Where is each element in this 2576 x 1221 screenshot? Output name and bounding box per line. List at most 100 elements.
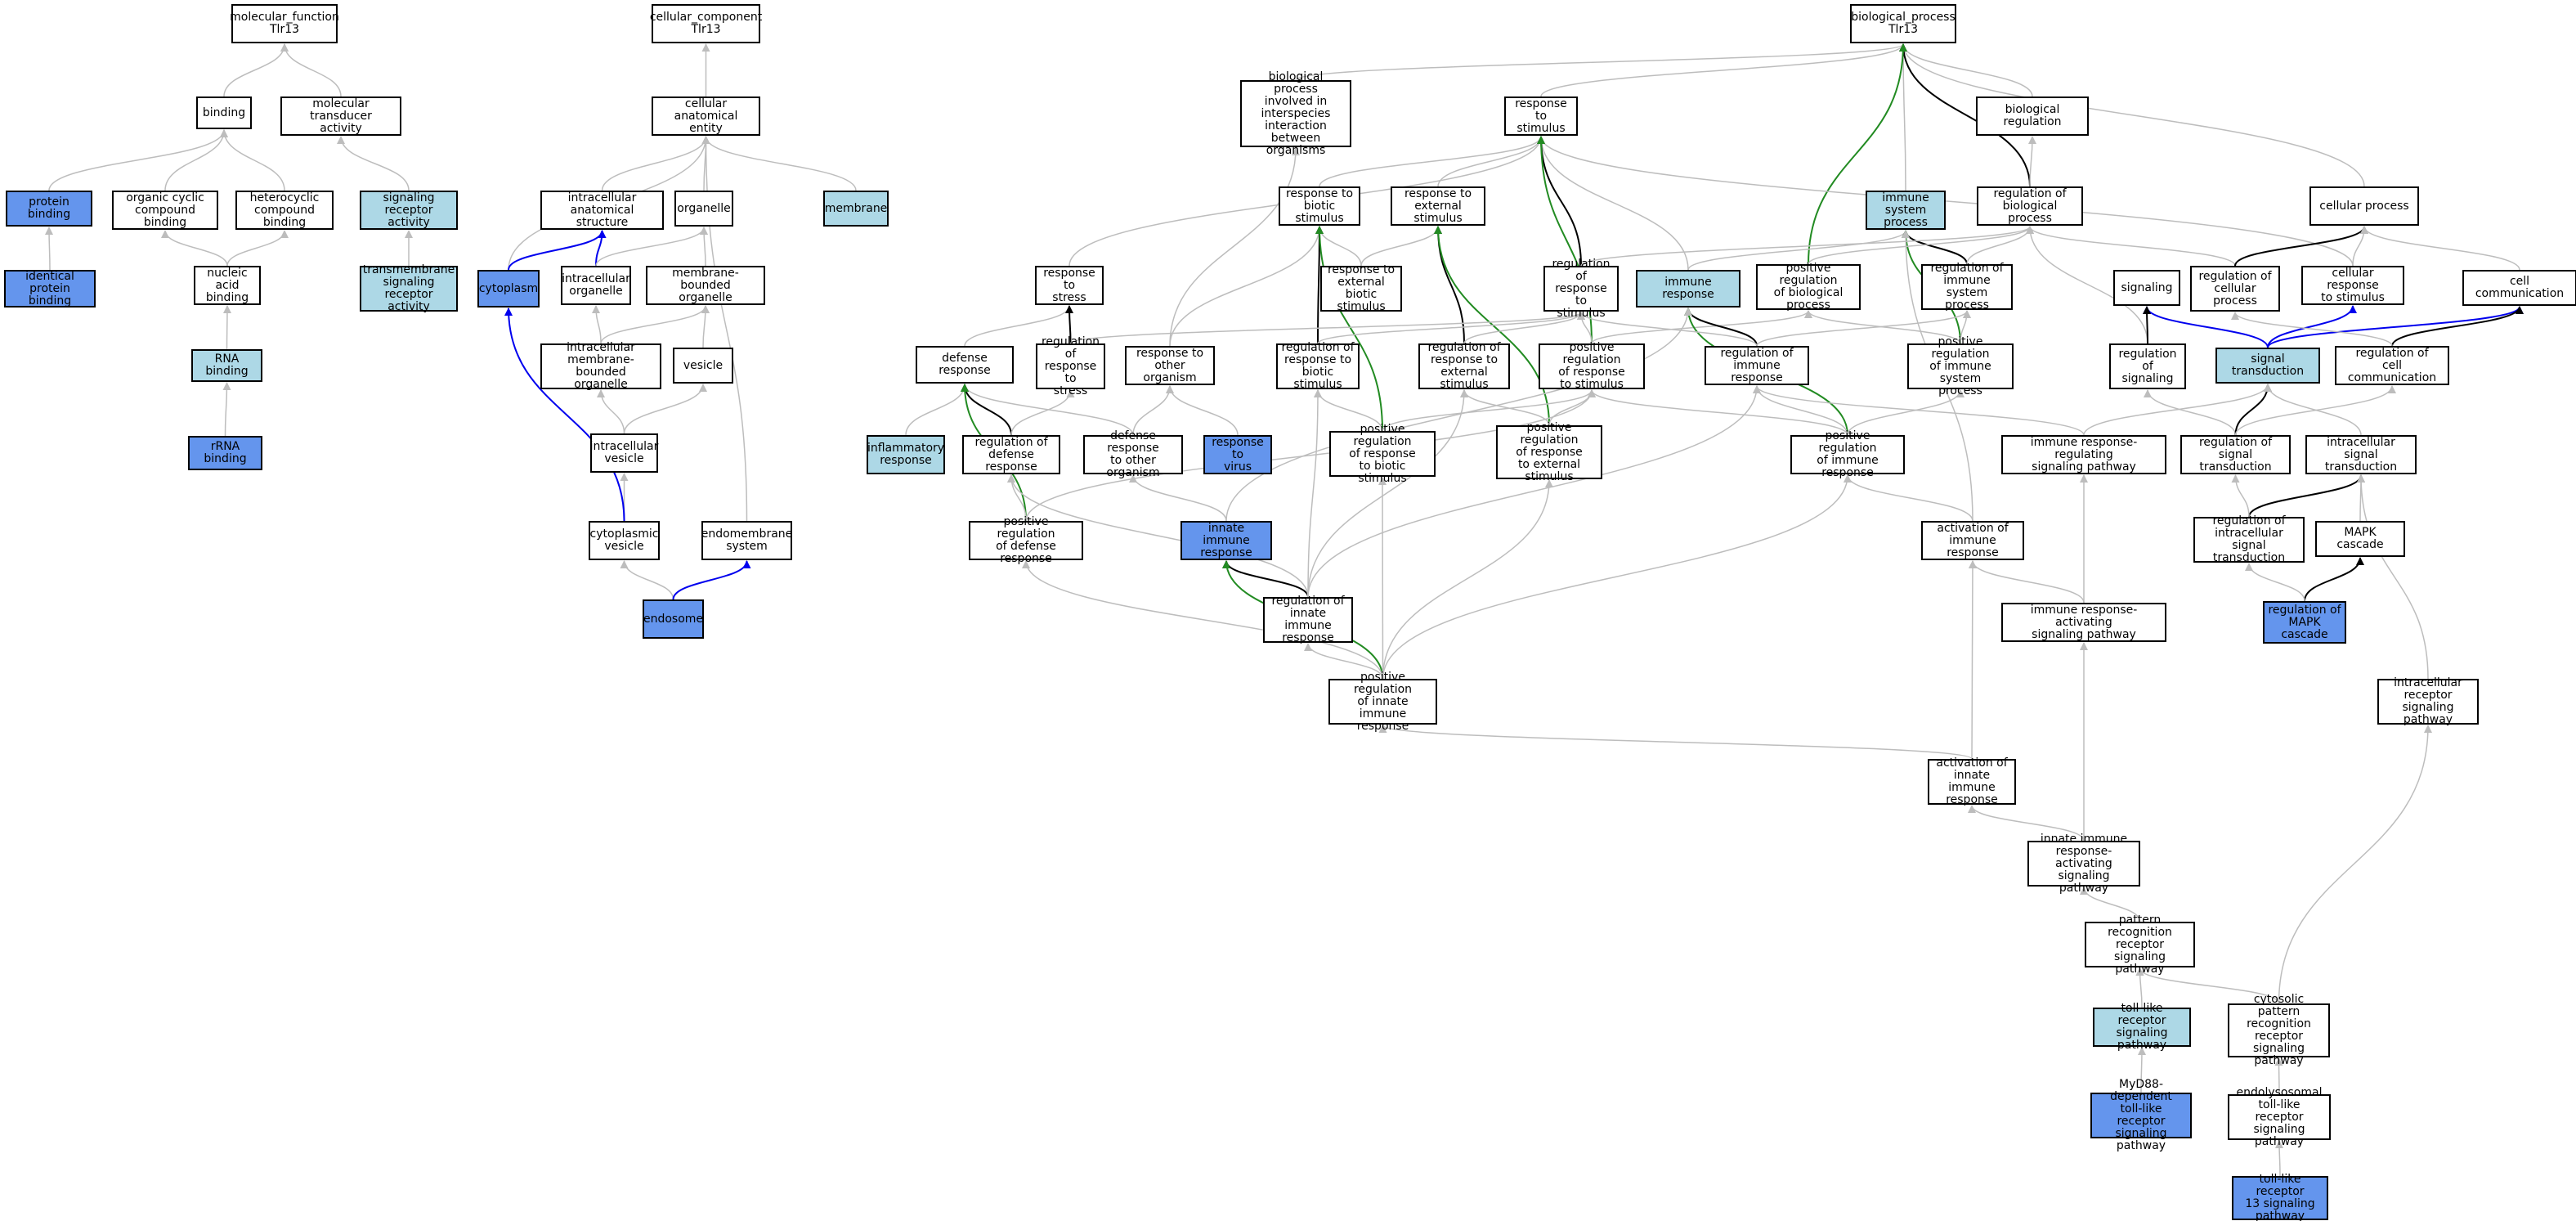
edge-riir-to-iir xyxy=(1222,560,1309,598)
edge-st-to-cellcomm xyxy=(2267,306,2524,348)
go-term-imbo: intracellular membrane-bounded organelle xyxy=(540,342,661,391)
edge-rist-to-ist xyxy=(2248,474,2365,518)
go-term-endosome: endosome xyxy=(643,599,704,639)
go-term-tlrsp: toll-like receptor signaling pathway xyxy=(2093,1003,2191,1052)
go-term-prdr: positive regulation of defense response xyxy=(969,516,1083,565)
go-term-rst: regulation of signal transduction xyxy=(2180,435,2291,474)
go-term-rrtstress: regulation of response to stress xyxy=(1036,335,1105,397)
go-term-aoiir: activation of innate immune response xyxy=(1928,757,2016,806)
edge-rbp-to-breg xyxy=(2027,136,2036,187)
edge-rcp-to-cp xyxy=(2234,226,2368,267)
go-term-signaling: signaling xyxy=(2113,270,2180,306)
go-term-prisp: positive regulation of immune system pro… xyxy=(1907,335,2014,397)
edge-dr-to-rtstress xyxy=(964,305,1073,347)
edge-iir-to-drtoo xyxy=(1129,474,1227,522)
go-term-prrtbs: positive regulation of response to bioti… xyxy=(1329,423,1436,484)
edge-rcp-to-rbp xyxy=(2026,226,2236,267)
go-term-prrts: positive regulation of response to stimu… xyxy=(1539,342,1645,391)
go-term-etlrsp: endolysosomal toll-like receptor signali… xyxy=(2228,1086,2331,1147)
edge-crts-to-rts xyxy=(1537,136,2354,267)
edge-rcc-to-rcp xyxy=(2231,312,2393,347)
go-term-dr: defense response xyxy=(916,346,1014,384)
edge-aoir-to-prir xyxy=(1844,474,1973,522)
edge-myd88-to-tlrsp xyxy=(2137,1047,2146,1093)
edge-cprrsp-to-irsp xyxy=(2278,725,2432,1004)
go-term-iirasp: innate immune response-activating signal… xyxy=(2027,833,2140,894)
edge-prir-to-prisp xyxy=(1847,389,1964,436)
go-term-rdr: regulation of defense response xyxy=(962,435,1060,474)
go-term-ipb: identical protein binding xyxy=(4,270,96,307)
go-term-st: signal transduction xyxy=(2215,348,2320,384)
go-term-riir: regulation of innate immune response xyxy=(1263,595,1353,644)
edge-ir-to-rts xyxy=(1537,136,1689,271)
edge-mbo-to-organelle xyxy=(700,227,709,267)
go-term-iir: innate immune response xyxy=(1180,521,1272,560)
edge-irrsp-to-st xyxy=(2083,384,2272,436)
edge-rrtbs-to-rtbs xyxy=(1315,226,1324,344)
edge-rrtstress-to-rrts xyxy=(1069,312,1585,344)
edge-priir-to-prir xyxy=(1382,474,1852,680)
edge-membrane-to-cae xyxy=(701,136,857,191)
edge-imbo-to-io xyxy=(592,305,602,344)
edge-rtebs-to-rtes xyxy=(1360,226,1442,267)
edge-ir-to-isp xyxy=(1687,230,1910,271)
go-term-irasp: immune response-activating signaling pat… xyxy=(2001,603,2166,642)
go-term-cv: cytoplasmic vesicle xyxy=(589,521,660,560)
edge-iv-to-vesicle xyxy=(623,384,707,434)
edge-prrtbs-to-prrts xyxy=(1382,389,1596,432)
edge-st-to-crts xyxy=(2267,305,2357,348)
go-term-pb: protein binding xyxy=(6,191,92,227)
go-term-rtes: response to external stimulus xyxy=(1391,186,1485,226)
go-term-hcb: heterocyclic compound binding xyxy=(235,191,334,230)
edge-rrtstress-to-rtstress xyxy=(1065,305,1074,344)
go-term-irrsp: immune response-regulating signaling pat… xyxy=(2001,435,2166,474)
edge-priir-to-prdr xyxy=(1022,560,1384,680)
edge-rrnab-to-rnab xyxy=(222,382,231,437)
go-term-ias: intracellular anatomical structure xyxy=(540,191,664,230)
edge-priir-to-prrtbs xyxy=(1378,477,1387,680)
edge-nab-to-occb xyxy=(161,230,228,267)
go-term-rcc: regulation of cell communication xyxy=(2335,346,2449,385)
edge-rist-to-rst xyxy=(2231,474,2250,518)
go-term-mf: molecular_function Tlr13 xyxy=(230,4,339,43)
go-term-iv: intracellular vesicle xyxy=(590,433,658,473)
go-term-bp: biological_process Tlr13 xyxy=(1850,4,1956,43)
go-term-nab: nucleic acid binding xyxy=(194,266,261,305)
edge-rtoo-to-bpii xyxy=(1169,147,1300,347)
edge-endosome-to-cv xyxy=(620,560,674,600)
edge-riir-to-rrtbs xyxy=(1307,389,1322,598)
edge-rmapk-to-mapkc xyxy=(2304,557,2364,602)
go-term-rrtbs: regulation of response to biotic stimulu… xyxy=(1276,342,1360,391)
edge-rrtes-to-rtes xyxy=(1434,226,1465,344)
go-term-prrsp: pattern recognition receptor signaling p… xyxy=(2085,914,2195,975)
go-term-io: intracellular organelle xyxy=(561,266,631,305)
edge-rst-to-rcc xyxy=(2234,385,2396,436)
edge-rtes-to-rts xyxy=(1437,136,1545,187)
edge-cp-to-bp xyxy=(1899,43,2365,187)
edge-sra-to-mta xyxy=(337,136,410,191)
edge-cellcomm-to-cp xyxy=(2360,226,2520,271)
go-term-breg: biological regulation xyxy=(1976,97,2089,136)
edge-cytoplasm-to-ias xyxy=(508,230,607,271)
edge-prrtbs-to-rtbs xyxy=(1315,226,1383,432)
go-term-organelle: organelle xyxy=(674,191,733,227)
go-term-crts: cellular response to stimulus xyxy=(2301,266,2404,305)
edge-priir-to-prrtes xyxy=(1382,479,1553,680)
edge-prbp-to-bp xyxy=(1808,43,1907,265)
go-term-rist: regulation of intracellular signal trans… xyxy=(2193,515,2305,564)
edge-breg-to-bp xyxy=(1899,43,2033,97)
edge-rir-to-rrts xyxy=(1577,312,1758,347)
go-term-rrtes: regulation of response to external stimu… xyxy=(1418,342,1510,391)
edge-isp-to-bp xyxy=(1899,43,1908,191)
edge-rtbs-to-rts xyxy=(1319,136,1545,187)
go-term-membrane: membrane xyxy=(823,191,889,227)
edge-prisp-to-prbp xyxy=(1804,310,1961,344)
edge-mta-to-mf xyxy=(280,43,342,97)
edge-prrtes-to-rtes xyxy=(1434,226,1550,426)
edge-irsp-to-ist xyxy=(2357,474,2429,680)
go-term-cellcomm: cell communication xyxy=(2462,270,2576,306)
go-term-rtebs: response to external biotic stimulus xyxy=(1320,264,1402,313)
go-term-irsp: intracellular receptor signaling pathway xyxy=(2377,677,2479,726)
go-term-bpii: biological process involved in interspec… xyxy=(1240,70,1351,156)
